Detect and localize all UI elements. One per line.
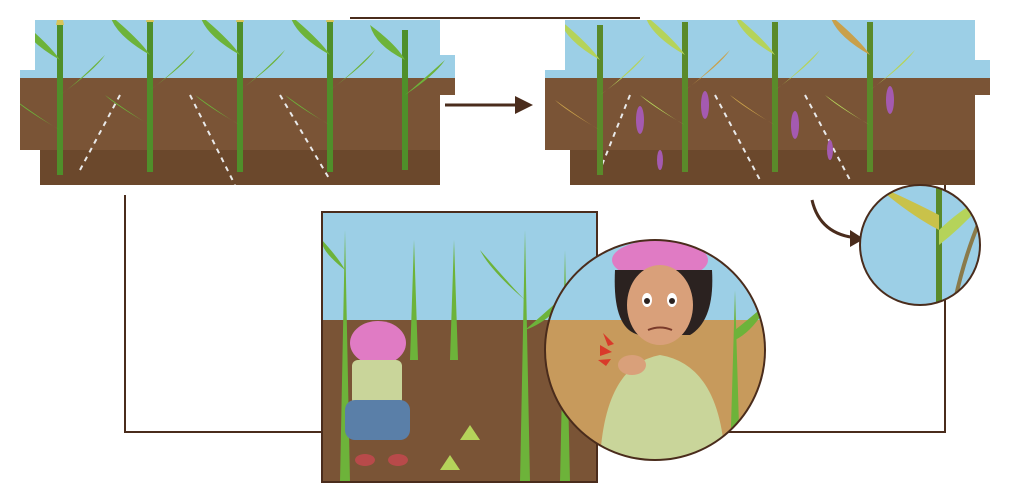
worried-farmer-circle bbox=[545, 240, 770, 460]
healthy-field-panel bbox=[15, 2, 460, 195]
infested-field-panel bbox=[540, 15, 995, 195]
right-arrow-icon bbox=[445, 96, 533, 114]
curved-arrow-icon bbox=[812, 200, 864, 247]
closeup-leaf-circle bbox=[855, 174, 990, 310]
